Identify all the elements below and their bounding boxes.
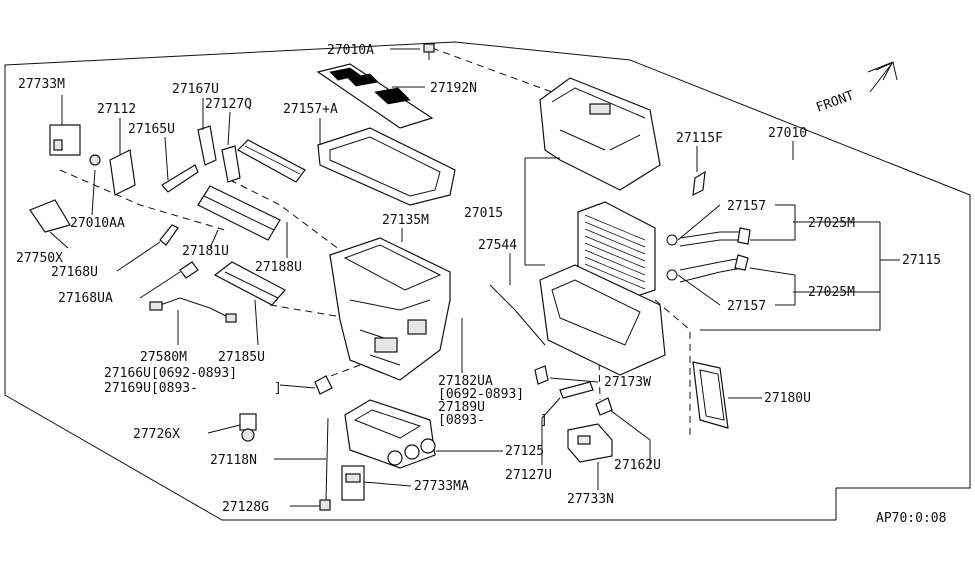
filter-cover-part <box>316 63 434 129</box>
label-27169u: 27169U[0893- <box>104 381 198 396</box>
rod-27544-part <box>489 284 546 346</box>
harness-27580m-part <box>149 297 237 323</box>
label-27166u: 27166U[0692-0893] <box>104 366 237 381</box>
actuator-27733m-part <box>49 124 81 156</box>
label-27157-lower: 27157 <box>727 299 766 314</box>
label-27015: 27015 <box>464 206 503 221</box>
reference-code: AP70:0:08 <box>876 511 946 526</box>
label-27189u-end: ] <box>540 413 548 428</box>
link-27173w-part <box>534 365 549 385</box>
pipe-upper-part <box>679 227 751 247</box>
lever-27167u-part <box>197 125 217 166</box>
label-27127u: 27127U <box>505 468 552 483</box>
label-27168ua: 27168UA <box>58 291 113 306</box>
bracket-27115f-part <box>692 170 706 197</box>
label-27127q: 27127Q <box>205 97 252 112</box>
label-27185u: 27185U <box>218 350 265 365</box>
bolt-icon <box>423 43 435 60</box>
door-27181u-part <box>197 185 281 241</box>
label-27168u: 27168U <box>51 265 98 280</box>
link-27168ua-part <box>179 261 199 279</box>
label-27115f: 27115F <box>676 131 723 146</box>
actuator-27733ma-part <box>341 465 365 501</box>
clip-27128g-part <box>319 499 331 511</box>
heater-case-part <box>329 237 451 381</box>
o-ring-lower <box>666 269 678 281</box>
label-27182ua-range: [0692-0893] <box>438 387 524 402</box>
label-27169u-end: ] <box>274 381 282 396</box>
seal-guide-line <box>654 299 691 440</box>
label-27189u-range: [0893- <box>438 413 485 428</box>
resistor-27726x-part <box>239 413 257 442</box>
link-27168u-part <box>159 224 179 246</box>
lever-27165u-part <box>161 164 199 193</box>
link-27162u-part <box>595 397 613 416</box>
label-27733m: 27733M <box>18 77 65 92</box>
label-27750x: 27750X <box>16 251 63 266</box>
label-27115: 27115 <box>902 253 941 268</box>
label-27112: 27112 <box>97 102 136 117</box>
pipe-lower-part <box>679 254 749 283</box>
bracket-27750x-part <box>29 199 71 233</box>
door-27185u-part <box>213 261 286 306</box>
label-27010a: 27010A <box>327 43 374 58</box>
label-27188u: 27188U <box>255 260 302 275</box>
lever-27127q-part <box>221 145 241 183</box>
label-27157-upper: 27157 <box>727 199 766 214</box>
label-27167u: 27167U <box>172 82 219 97</box>
actuator-27733n-part <box>567 423 613 463</box>
label-27010: 27010 <box>768 126 807 141</box>
bolt-guide-line <box>431 47 561 96</box>
label-27182ua: 27182UA <box>438 374 493 389</box>
label-27192n: 27192N <box>430 81 477 96</box>
seal-plate-part <box>692 361 729 429</box>
label-27189u: 27189U <box>438 400 485 415</box>
label-27162u: 27162U <box>614 458 661 473</box>
label-27025m-upper: 27025M <box>808 216 855 231</box>
lower-case-part <box>539 264 666 376</box>
label-27180u: 27180U <box>764 391 811 406</box>
label-27165u: 27165U <box>128 122 175 137</box>
label-27726x: 27726X <box>133 427 180 442</box>
label-27544: 27544 <box>478 238 517 253</box>
o-ring-upper <box>666 234 678 246</box>
bracket-guide-line <box>59 169 226 231</box>
label-27157a: 27157+A <box>283 102 338 117</box>
bracket-27112-part <box>109 149 136 196</box>
evaporator-case-part <box>539 77 661 191</box>
label-27010aa: 27010AA <box>70 216 125 231</box>
label-27125: 27125 <box>505 444 544 459</box>
label-27580m: 27580M <box>140 350 187 365</box>
link-27166u-part <box>314 375 333 395</box>
label-27128g: 27128G <box>222 500 269 515</box>
door-27188u-part <box>237 139 306 183</box>
front-label: FRONT <box>814 88 856 116</box>
front-arrow-icon <box>867 61 898 93</box>
label-27118n: 27118N <box>210 453 257 468</box>
actuator-guide-line <box>229 179 341 251</box>
label-27733n: 27733N <box>567 492 614 507</box>
seal-frame-part <box>317 127 456 206</box>
blower-housing-part <box>344 399 436 469</box>
label-27173w: 27173W <box>604 375 651 390</box>
label-27025m-lower: 27025M <box>808 285 855 300</box>
label-27135m: 27135M <box>382 213 429 228</box>
assembly-boundary <box>4 41 971 521</box>
label-27733ma: 27733MA <box>414 479 469 494</box>
screw-27010aa <box>89 154 101 166</box>
label-27181u: 27181U <box>182 244 229 259</box>
lever-27127u-part <box>559 381 594 399</box>
rod-27118n-part <box>325 417 329 501</box>
leader-lines <box>49 48 900 507</box>
